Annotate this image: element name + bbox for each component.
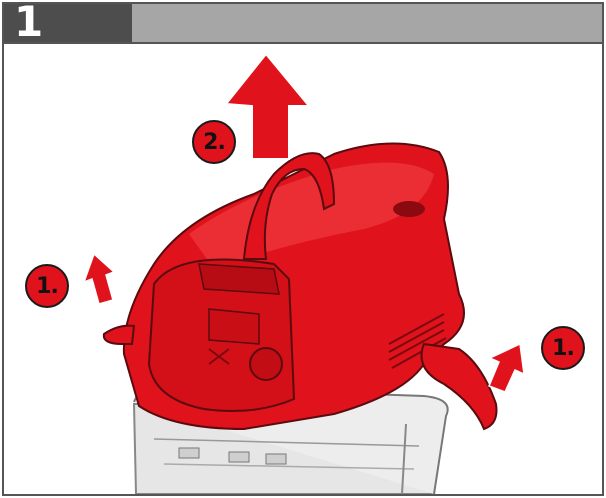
- step-header: 1: [4, 4, 602, 42]
- clip-release-arrow-icon: [489, 344, 524, 392]
- clip-release-arrow-icon: [84, 254, 114, 304]
- step-title-bar: [132, 4, 602, 44]
- motor-head: [104, 143, 497, 429]
- callout-label: 1.: [36, 274, 58, 299]
- callout-top: 2.: [192, 120, 236, 164]
- step-number-box: 1: [4, 4, 132, 44]
- step-number: 1: [14, 2, 43, 44]
- callout-left: 1.: [25, 264, 69, 308]
- callout-label: 2.: [203, 130, 225, 155]
- callout-label: 1.: [552, 336, 574, 361]
- vacuum-illustration: [4, 44, 602, 494]
- lift-arrow-icon: [226, 54, 309, 159]
- assembly-illustration: 1. 2. 1.: [4, 44, 602, 494]
- callout-right: 1.: [541, 326, 585, 370]
